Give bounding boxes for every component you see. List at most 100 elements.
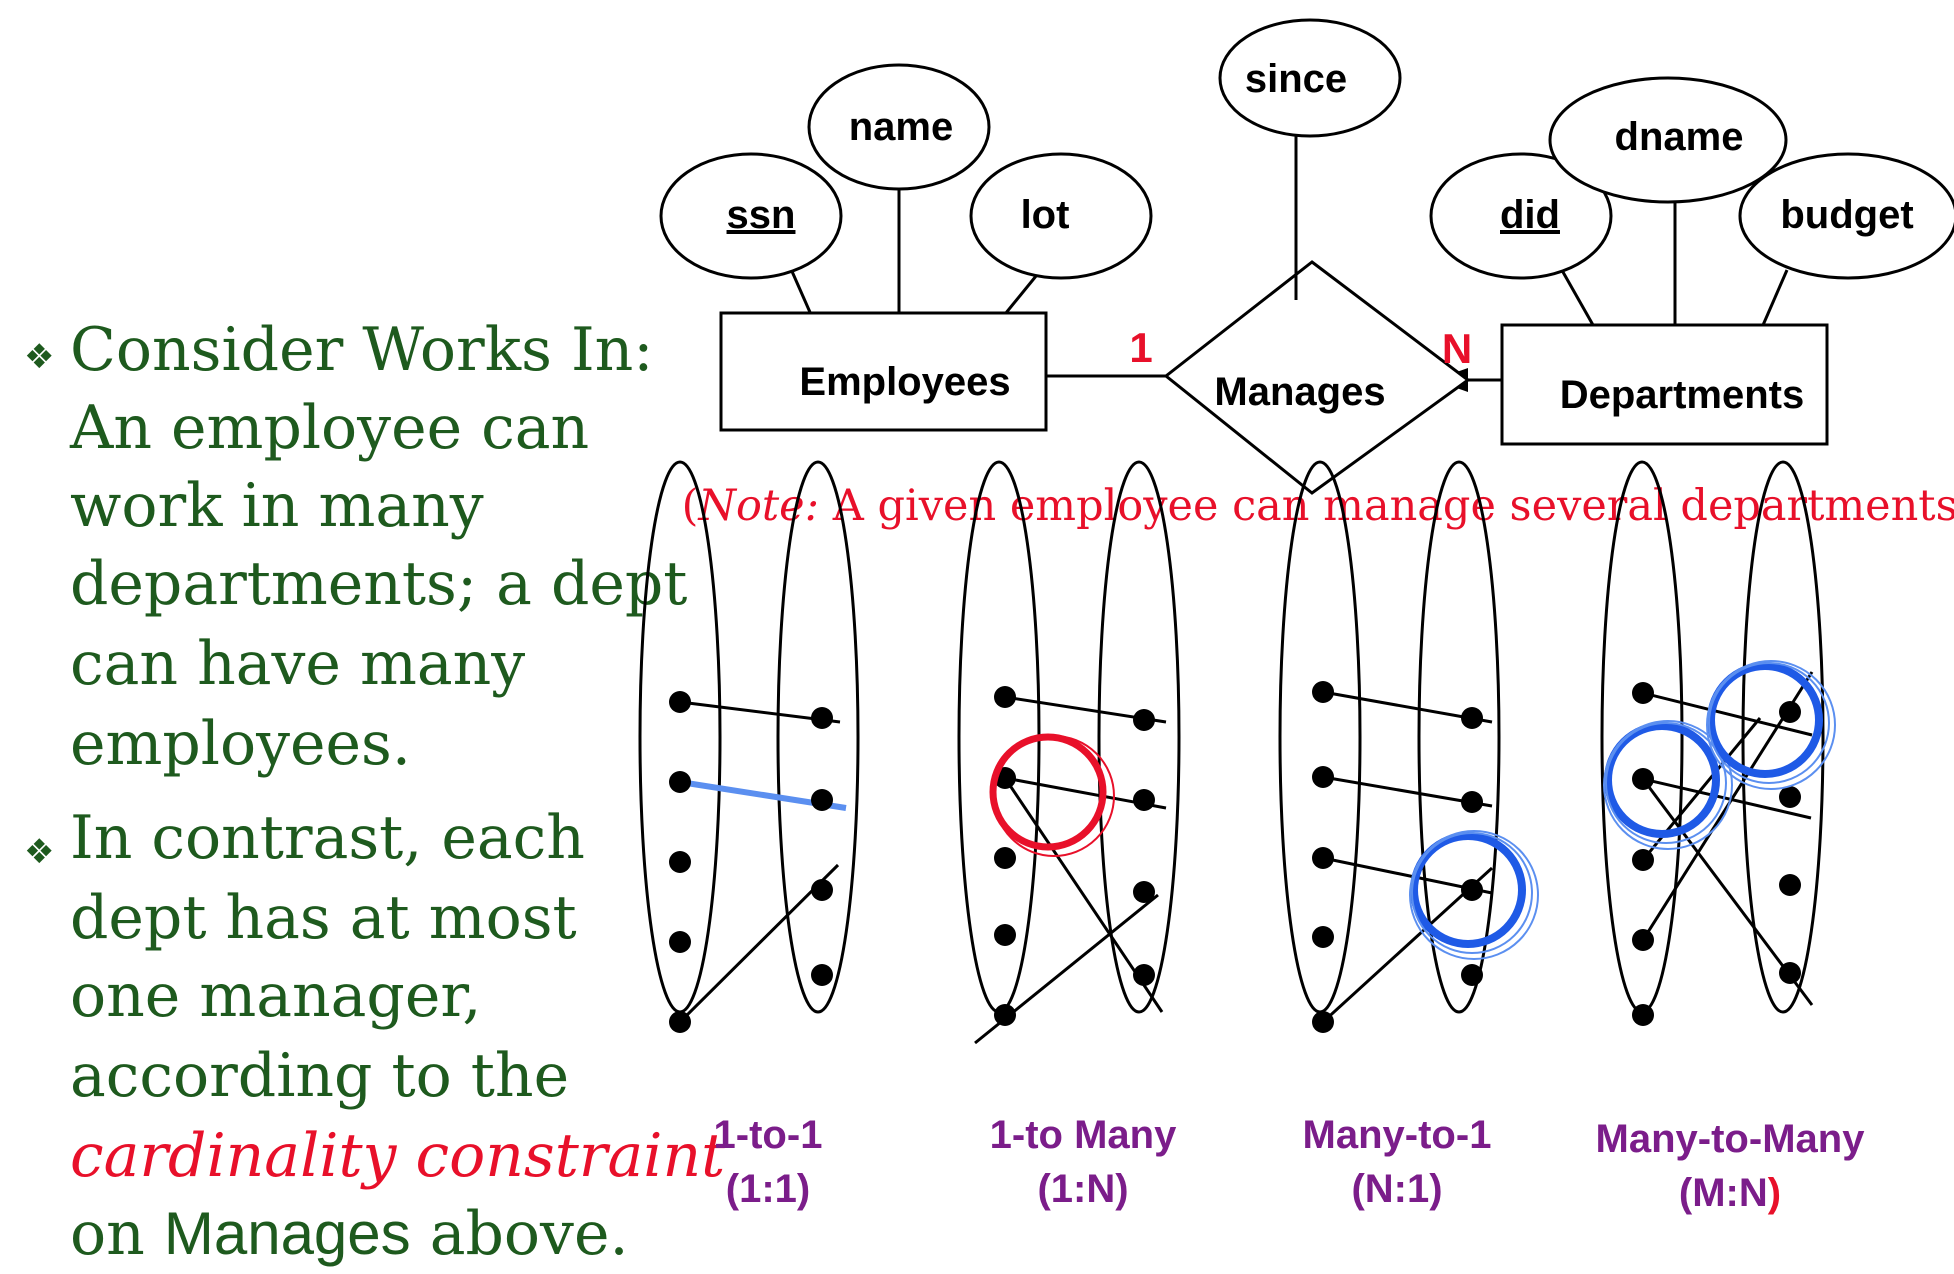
note-text: (Note: A given employee can manage sever…	[682, 481, 1954, 531]
cardinality-n: N	[1442, 325, 1472, 372]
right-element-1-0	[1133, 709, 1155, 731]
left-element-1-4	[994, 1004, 1016, 1026]
employees-label: Employees	[799, 360, 1010, 404]
ssn-attribute	[659, 152, 843, 280]
right-element-0-1	[811, 789, 833, 811]
lot-attribute	[969, 152, 1153, 280]
bullet2-last-prefix: on	[70, 1199, 164, 1269]
right-element-3-0	[1779, 701, 1801, 723]
left-element-1-0	[994, 686, 1016, 708]
set-oval-2-1	[1417, 460, 1501, 1014]
bullet2-last-line: on Manages above.	[70, 1204, 629, 1265]
blue-highlight-ring-2-0	[1411, 832, 1533, 954]
set-oval-1-1	[1097, 460, 1181, 1014]
left-element-0-3	[669, 931, 691, 953]
mapping-link-3-0	[1642, 691, 1813, 737]
manages-relationship	[1163, 260, 1471, 495]
right-element-2-1	[1461, 791, 1483, 813]
budget-label: budget	[1780, 193, 1913, 237]
blue-highlight-ring-3-0	[1605, 722, 1727, 844]
mapping-m-n-ratio-close: )	[1768, 1171, 1781, 1215]
left-element-2-4	[1312, 1011, 1334, 1033]
left-element-3-3	[1632, 929, 1654, 951]
manages-reference: Manages	[163, 1200, 411, 1267]
cardinality-one: 1	[1129, 324, 1152, 371]
bullet2-line2: dept has at most	[70, 883, 577, 953]
left-element-3-2	[1632, 849, 1654, 871]
mapping-n-1-ratio: (N:1)	[1351, 1167, 1442, 1211]
note-label: Note:	[697, 481, 819, 531]
left-element-0-0	[669, 691, 691, 713]
right-element-3-1	[1779, 786, 1801, 808]
bullet2-line3: one manager,	[70, 961, 482, 1031]
right-element-1-3	[1133, 964, 1155, 986]
bullet2-last-suffix: above.	[410, 1199, 629, 1269]
name-attribute	[807, 63, 991, 191]
blue-highlight-outer-ring-2-0	[1409, 830, 1539, 960]
mapping-n-1-label: Many-to-1	[1303, 1113, 1492, 1157]
departments-entity	[1500, 323, 1829, 446]
blue-highlight-circle-3-0	[1604, 722, 1720, 838]
right-element-3-3	[1779, 962, 1801, 984]
did-label: did	[1500, 193, 1560, 237]
dname-label: dname	[1615, 115, 1744, 159]
lot-label: lot	[1021, 193, 1070, 237]
bullet1-line3: work in many	[70, 471, 484, 541]
mapping-diagrams	[638, 460, 1836, 1045]
bullet1-line6: employees.	[70, 709, 411, 779]
since-attribute	[1218, 18, 1402, 138]
left-element-2-1	[1312, 766, 1334, 788]
left-element-0-2	[669, 851, 691, 873]
bullet1-line5: can have many	[70, 629, 526, 699]
mapping-1-n-ratio: (1:N)	[1037, 1167, 1128, 1211]
bullet1-line4: departments; a dept	[70, 549, 688, 619]
left-element-3-0	[1632, 682, 1654, 704]
departments-label: Departments	[1560, 373, 1805, 417]
name-label: name	[849, 105, 954, 149]
bullet1-line2: An employee can	[70, 393, 590, 463]
since-label: since	[1245, 57, 1347, 101]
right-element-1-2	[1133, 881, 1155, 903]
right-element-2-0	[1461, 707, 1483, 729]
employees-entity	[719, 311, 1048, 432]
diamond-bullet-icon: ❖	[24, 832, 55, 872]
red-highlight-ring-1	[993, 735, 1115, 857]
blue-highlight-outer-ring-3-0	[1603, 720, 1733, 850]
note-open: (	[682, 481, 699, 531]
blue-highlight-ring-3-1	[1708, 662, 1830, 784]
bullet1-line1: Consider Works In:	[70, 315, 654, 385]
right-element-0-2	[811, 879, 833, 901]
bullet2-line1: In contrast, each	[70, 803, 585, 873]
did-attribute	[1429, 152, 1613, 280]
diamond-bullet-icon: ❖	[24, 337, 55, 377]
budget-attribute	[1738, 152, 1954, 280]
mapping-m-n-ratio-main: (M:N	[1679, 1171, 1768, 1215]
right-element-2-2	[1461, 879, 1483, 901]
left-element-0-4	[669, 1011, 691, 1033]
mapping-m-n-label: Many-to-Many	[1596, 1117, 1866, 1161]
left-element-2-3	[1312, 926, 1334, 948]
ssn-label: ssn	[727, 193, 796, 237]
bullet-list: ❖ Consider Works In: An employee can wor…	[0, 0, 725, 1274]
bullet2-line4: according to the	[70, 1041, 570, 1111]
right-element-0-0	[811, 707, 833, 729]
right-element-1-1	[1133, 789, 1155, 811]
left-element-0-1	[669, 771, 691, 793]
mapping-1-n-label: 1-to Many	[990, 1113, 1177, 1157]
note-body: A given employee can manage several depa…	[819, 481, 1954, 531]
left-element-1-3	[994, 924, 1016, 946]
mapping-link-3-1	[1642, 777, 1812, 820]
right-element-2-3	[1461, 964, 1483, 986]
right-element-3-2	[1779, 874, 1801, 896]
set-oval-0-0	[638, 460, 722, 1014]
blue-highlight-circle-2-0	[1410, 832, 1526, 948]
mapping-1-1-ratio: (1:1)	[726, 1167, 810, 1211]
cardinality-constraint-text: cardinality constraint	[70, 1121, 726, 1191]
manages-label: Manages	[1214, 370, 1385, 414]
left-element-3-4	[1632, 1004, 1654, 1026]
left-element-2-2	[1312, 847, 1334, 869]
mapping-m-n-ratio: (M:N)	[1679, 1171, 1781, 1215]
left-element-1-2	[994, 847, 1016, 869]
